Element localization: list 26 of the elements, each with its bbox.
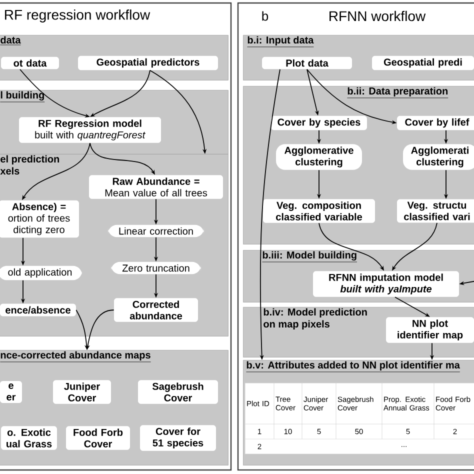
- process-box: Cover by species: [271, 116, 367, 130]
- process-box: Cover by lifef: [397, 116, 474, 130]
- process-box: Geospatial predi: [372, 56, 474, 70]
- process-box: Absence) = ortion of trees dicting zero: [0, 200, 79, 238]
- process-box: Veg. structu classified vari: [397, 199, 474, 223]
- process-box: Corrected abundance: [114, 298, 198, 322]
- process-box: NN plot identifier map: [386, 317, 474, 343]
- panel-title: RFNN workflow: [330, 10, 426, 22]
- process-box: e er: [0, 381, 22, 403]
- process-box: Food Forb Cover: [66, 426, 130, 450]
- process-box: Sagebrush Cover: [138, 380, 218, 404]
- process-box: Cover for 51 species: [140, 425, 216, 451]
- process-box: ot data: [1, 56, 59, 70]
- step-box: Agglomerative clustering: [276, 144, 362, 170]
- process-box: ence/absence: [0, 304, 76, 316]
- process-box: Veg. composition classified variable: [263, 199, 375, 223]
- process-box: Raw Abundance = Mean value of all trees: [89, 175, 223, 199]
- process-box: RF Regression model built with quantregForest: [19, 117, 161, 143]
- process-box: Juniper Cover: [53, 380, 111, 404]
- process-box: Geospatial predictors: [78, 56, 218, 70]
- panel-title: RF regression workflow: [5, 9, 150, 23]
- step-box: Agglomerati clustering: [403, 144, 474, 170]
- process-box: Plot data: [262, 56, 352, 70]
- panel-letter: b: [262, 11, 268, 21]
- process-box: RFNN imputation model built with yaImpute: [313, 271, 459, 297]
- process-box: o. Exotic ual Grass: [1, 426, 57, 450]
